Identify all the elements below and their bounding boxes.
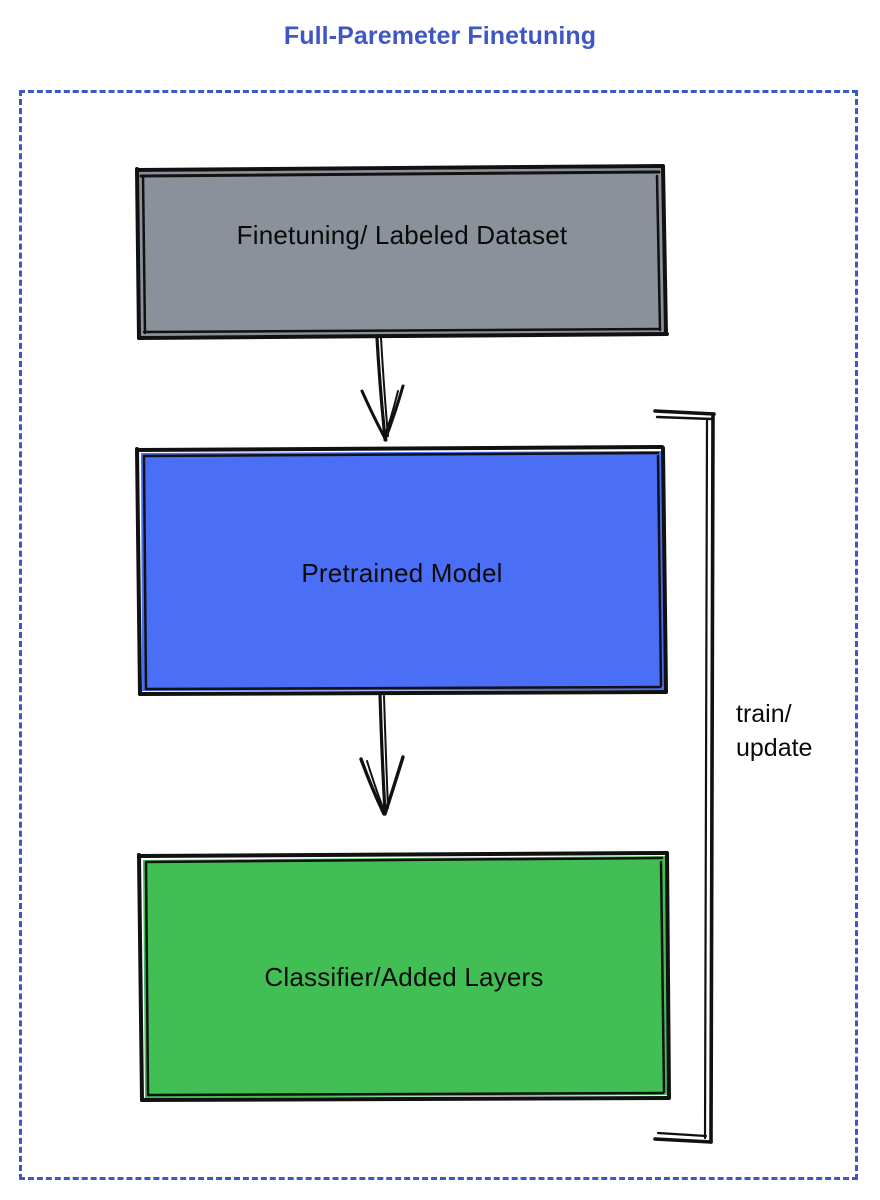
diagram-outer-frame (19, 90, 858, 1180)
node-pretrained-label: Pretrained Model (301, 558, 503, 588)
feedback-loop-label-line2: update (736, 734, 813, 762)
node-dataset-label: Finetuning/ Labeled Dataset (236, 220, 568, 250)
node-classifier-label: Classifier/Added Layers (264, 962, 544, 992)
feedback-loop-label: train/ update (736, 697, 812, 765)
page-title: Full-Paremeter Finetuning (283, 22, 597, 50)
feedback-loop-label-line1: train/ (736, 700, 792, 728)
